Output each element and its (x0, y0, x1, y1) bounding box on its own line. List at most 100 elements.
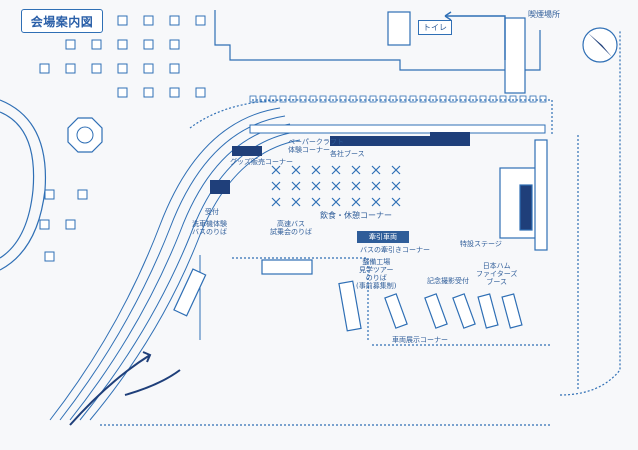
special-stage (499, 139, 548, 251)
towed-bus-label: バスの牽引きコーナー (360, 246, 430, 254)
dining-seat (331, 165, 341, 175)
parking-space (117, 39, 128, 50)
parking-space (169, 15, 180, 26)
dining-seat (291, 165, 301, 175)
fence-post (299, 95, 307, 103)
dining-seat (311, 165, 321, 175)
fence-post (279, 95, 287, 103)
highway-bus-label: 高速バス 試乗会のりば (270, 220, 312, 236)
traffic-arrows (69, 351, 181, 426)
fence-post (259, 95, 267, 103)
parking-space (91, 63, 102, 74)
map-title: 会場案内図 (21, 9, 103, 33)
parking-space (169, 39, 180, 50)
dining-seat (371, 197, 381, 207)
fence-post (509, 95, 517, 103)
parking-space (195, 15, 206, 26)
dining-seat (371, 165, 381, 175)
dining-seat (351, 181, 361, 191)
dining-seating (271, 165, 401, 207)
station-building (214, 10, 541, 94)
fence-post (389, 95, 397, 103)
fence-post (449, 95, 457, 103)
smoking-area-label: 喫煙場所 (528, 10, 560, 19)
fence-post (539, 95, 547, 103)
parking-space (91, 39, 102, 50)
parking-space (195, 87, 206, 98)
dining-seat (351, 165, 361, 175)
road-lanes (49, 107, 301, 421)
parking-space (65, 39, 76, 50)
parking-space (77, 189, 88, 200)
fence-post (309, 95, 317, 103)
parking-space (39, 219, 50, 230)
fence-post (529, 95, 537, 103)
fence-post (319, 95, 327, 103)
parking-space (44, 251, 55, 262)
booth-row-label: 各社ブース (330, 150, 365, 158)
dining-seat (331, 197, 341, 207)
fence-post (379, 95, 387, 103)
parking-space (65, 63, 76, 74)
fence-post (459, 95, 467, 103)
fence-post (369, 95, 377, 103)
photo-reception-label: 記念撮影受付 (427, 277, 469, 285)
bus-wash-label: 洗車機体験 バスのりば (192, 220, 227, 236)
parking-space (44, 189, 55, 200)
dining-seat (271, 165, 281, 175)
venue-fence (199, 124, 546, 340)
fence-post (269, 95, 277, 103)
parking-space (65, 219, 76, 230)
fence-post (249, 95, 257, 103)
fence-post (519, 95, 527, 103)
parking-space (117, 87, 128, 98)
goods-corner-label: グッズ販売コーナー (230, 158, 293, 166)
parking-space (39, 63, 50, 74)
fence-post (479, 95, 487, 103)
dining-seat (311, 197, 321, 207)
parking-space (117, 15, 128, 26)
toilet-label: トイレ (418, 20, 452, 35)
dining-seat (311, 181, 321, 191)
dining-seat (271, 181, 281, 191)
booth-rows (210, 132, 470, 194)
fighters-booth-label: 日本ハム ファイターズ ブース (476, 262, 518, 286)
dining-seat (391, 181, 401, 191)
buses (173, 259, 523, 332)
fence-post (409, 95, 417, 103)
dining-seat (391, 165, 401, 175)
fence-post (349, 95, 357, 103)
roundabout (0, 99, 47, 271)
parking-space (169, 63, 180, 74)
compass-icon (582, 27, 618, 63)
fence-post (339, 95, 347, 103)
dining-seat (351, 197, 361, 207)
fence-post (289, 95, 297, 103)
roundabout-center (67, 117, 103, 153)
dining-seat (331, 181, 341, 191)
dining-seat (291, 181, 301, 191)
dining-seat (391, 197, 401, 207)
fence-post (329, 95, 337, 103)
maintenance-tour-label: 整備工場 見学ツアー のりば (事前募集制) (356, 258, 397, 290)
dining-label: 飲食・休憩コーナー (320, 211, 392, 220)
fence-post (419, 95, 427, 103)
fence-post (469, 95, 477, 103)
paper-craft-label: ペーパークラフト 体験コーナー (288, 138, 344, 154)
dining-seat (291, 197, 301, 207)
parking-space (169, 87, 180, 98)
parking-space (117, 63, 128, 74)
fence-post (439, 95, 447, 103)
parking-space (143, 15, 154, 26)
towed-vehicle-label: 牽引車両 (357, 231, 409, 243)
dining-seat (371, 181, 381, 191)
fence-post (359, 95, 367, 103)
dining-seat (271, 197, 281, 207)
fence-post (499, 95, 507, 103)
parking-squares (39, 15, 547, 262)
parking-space (143, 63, 154, 74)
reception-label: 受付 (205, 208, 219, 216)
fence-post (429, 95, 437, 103)
